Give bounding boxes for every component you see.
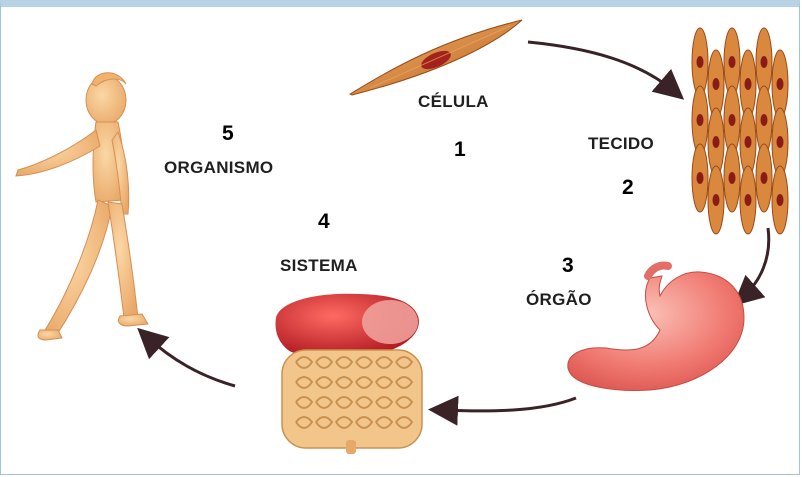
digestive-system-illustration <box>276 294 423 454</box>
tissue-cell-nucleus <box>713 194 720 206</box>
tissue-cell-nucleus <box>697 56 704 68</box>
arrow-cell-to-tissue <box>528 42 675 92</box>
tissue-cell-nucleus <box>745 78 752 90</box>
tissue-cell-nucleus <box>761 56 768 68</box>
human-figure-illustration <box>16 73 148 340</box>
stage-5-number: 5 <box>222 122 234 146</box>
tissue-cell-nucleus <box>777 78 784 90</box>
tissue-cell-nucleus <box>729 114 736 126</box>
stage-1-label: CÉLULA <box>418 92 489 112</box>
cell-illustration <box>350 20 522 95</box>
tissue-cell-nucleus <box>713 78 720 90</box>
tissue-cell-nucleus <box>777 194 784 206</box>
stage-4-label: SISTEMA <box>280 256 358 276</box>
tissue-cell-nucleus <box>729 172 736 184</box>
arrow-system-to-organism <box>146 336 235 386</box>
stage-4-number: 4 <box>318 210 330 234</box>
arrow-organ-to-system <box>440 398 576 411</box>
tissue-cell-nucleus <box>713 136 720 148</box>
arrow-tissue-to-organ <box>742 228 769 298</box>
tissue-cell-nucleus <box>745 194 752 206</box>
stage-1-number: 1 <box>454 138 466 162</box>
tissue-cell-nucleus <box>697 114 704 126</box>
tissue-cell-nucleus <box>761 172 768 184</box>
stomach-illustration <box>568 265 744 390</box>
stage-3-number: 3 <box>562 254 574 278</box>
tissue-cell-nucleus <box>777 136 784 148</box>
stage-3-label: ÓRGÃO <box>526 290 592 310</box>
stage-2-label: TECIDO <box>588 134 654 154</box>
tissue-cell-nucleus <box>729 56 736 68</box>
stage-5-label: ORGANISMO <box>164 158 273 178</box>
tissue-cell-nucleus <box>761 114 768 126</box>
stage-2-number: 2 <box>622 176 634 200</box>
tissue-cell-nucleus <box>745 136 752 148</box>
tissue-illustration <box>692 28 788 234</box>
tissue-cell-nucleus <box>697 172 704 184</box>
